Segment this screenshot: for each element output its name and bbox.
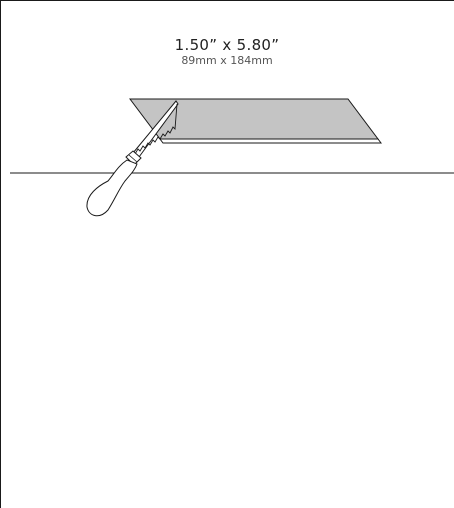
dimension-label: 1.50” x 5.80” 89mm x 184mm xyxy=(0,36,454,68)
board-edge xyxy=(159,138,382,144)
imperial-dimensions: 1.50” x 5.80” xyxy=(174,36,280,54)
metric-dimensions: 89mm x 184mm xyxy=(181,54,273,67)
board-piece xyxy=(129,98,382,144)
keyhole-saw-icon xyxy=(86,100,179,217)
